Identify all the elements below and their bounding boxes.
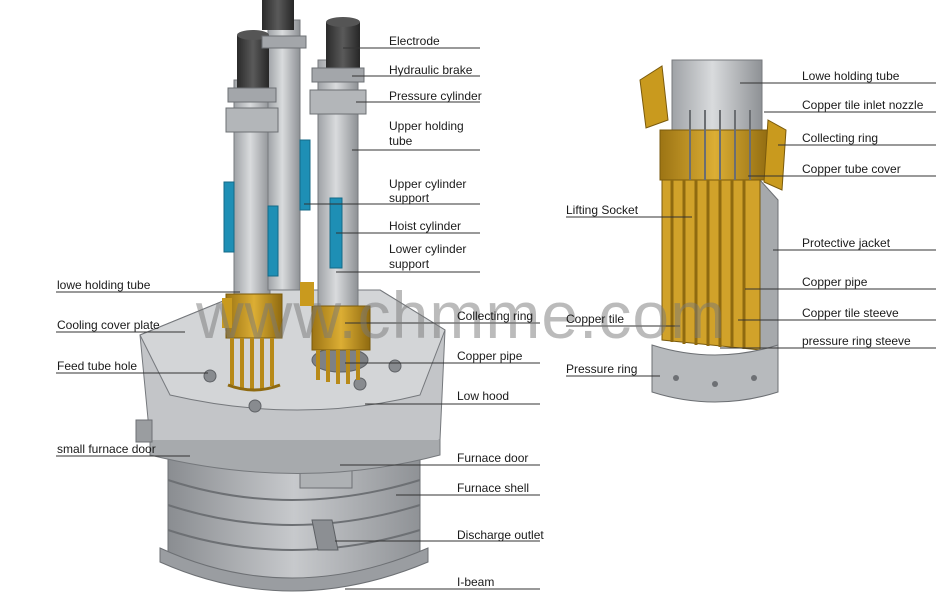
label-furnace-door: Furnace door <box>457 451 529 465</box>
label-collecting-ring-detail: Collecting ring <box>802 131 879 145</box>
label-upper-cylinder-support-line2: support <box>389 191 430 205</box>
protective-jacket <box>759 178 779 361</box>
label-lowe-holding-tube: lowe holding tube <box>57 278 151 292</box>
label-lifting-socket: Lifting Socket <box>566 203 639 217</box>
label-low-hood: Low hood <box>457 389 510 403</box>
label-lower-cylinder-support-line1: Lower cylinder <box>389 242 467 256</box>
label-feed-tube-hole: Feed tube hole <box>57 359 138 373</box>
label-furnace-shell: Furnace shell <box>457 481 530 495</box>
label-hydraulic-brake: Hydraulic brake <box>389 63 473 77</box>
copper-tile-assembly <box>639 65 787 351</box>
label-copper-pipe-detail: Copper pipe <box>802 275 868 289</box>
label-copper-tile: Copper tile <box>566 312 625 326</box>
hydraulic-brake <box>227 35 365 103</box>
label-small-furnace-door: small furnace door <box>57 442 156 456</box>
label-upper-holding-tube-line1: Upper holding <box>389 119 464 133</box>
label-upper-holding-tube-line2: tube <box>389 134 413 148</box>
label-cooling-cover-plate: Cooling cover plate <box>57 318 160 332</box>
label-discharge-outlet: Discharge outlet <box>457 528 544 542</box>
label-copper-tile-inlet-nozzle: Copper tile inlet nozzle <box>802 98 924 112</box>
label-upper-cylinder-support-line1: Upper cylinder <box>389 177 467 191</box>
furnace-shell <box>159 454 429 592</box>
label-copper-tube-cover: Copper tube cover <box>802 162 901 176</box>
label-copper-tile-steeve: Copper tile steeve <box>802 306 899 320</box>
lowe-holding-tube-detail <box>671 59 763 131</box>
watermark: www.chmme.com <box>196 278 727 352</box>
leader-lines <box>56 47 936 590</box>
label-pressure-cylinder: Pressure cylinder <box>389 89 482 103</box>
hoist-cylinder <box>223 139 343 277</box>
label-lower-cylinder-support-line2: support <box>389 257 430 271</box>
label-hoist-cylinder: Hoist cylinder <box>389 219 462 233</box>
discharge-outlet <box>311 519 339 551</box>
label-copper-pipe: Copper pipe <box>457 349 523 363</box>
label-lowe-holding-tube-detail: Lowe holding tube <box>802 69 900 83</box>
label-protective-jacket: Protective jacket <box>802 236 891 250</box>
copper-pipe <box>227 338 360 392</box>
label-electrode: Electrode <box>389 34 440 48</box>
collecting-ring <box>222 282 371 351</box>
label-i-beam: I-beam <box>457 575 495 589</box>
pressure-ring <box>651 344 779 403</box>
label-pressure-ring: Pressure ring <box>566 362 638 376</box>
label-collecting-ring: Collecting ring <box>457 309 534 323</box>
label-pressure-ring-steeve: pressure ring steeve <box>802 334 911 348</box>
